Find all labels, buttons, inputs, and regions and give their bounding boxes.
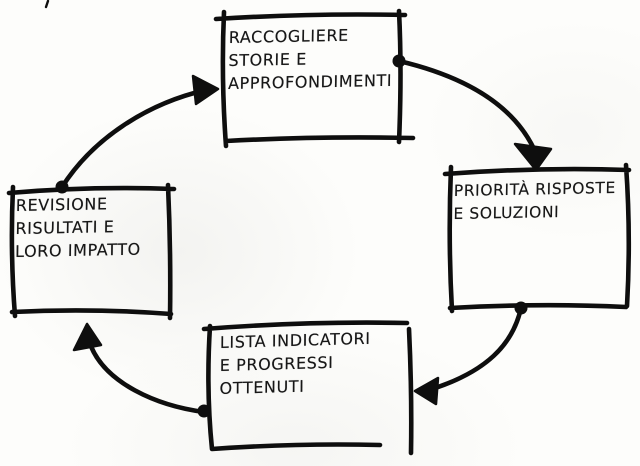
arrowhead-icon — [413, 376, 440, 406]
connector-dot — [55, 180, 69, 194]
node-box-revisione-outline — [6, 182, 177, 321]
arrow-priorita-to-indicatori — [426, 305, 524, 393]
arrowhead-icon — [191, 74, 220, 106]
arrowhead-icon — [513, 142, 553, 172]
node-box-indicatori-outline — [201, 320, 414, 456]
arrow-revisione-to-raccogliere — [59, 87, 209, 190]
node-label-indicatori: LISTA INDICATORI E PROGRESSI OTTENUTI — [219, 328, 371, 399]
connector-dot — [514, 301, 528, 315]
pen-mark — [44, 0, 50, 9]
node-box-raccogliere-outline — [213, 8, 416, 149]
arrowhead-icon — [72, 322, 103, 352]
node-label-revisione: REVISIONE RISULTATI E LORO IMPATTO — [14, 194, 141, 262]
arrow-raccogliere-to-priorita — [396, 58, 537, 152]
arrow-indicatori-to-revisione — [86, 338, 207, 415]
connector-dot — [392, 54, 406, 68]
node-label-priorita: PRIORITÀ RISPOSTE E SOLUZIONI — [453, 178, 617, 224]
connector-dot — [197, 404, 211, 418]
node-label-raccogliere: RACCOGLIERE STORIE E APPROFONDIMENTI — [227, 25, 393, 94]
